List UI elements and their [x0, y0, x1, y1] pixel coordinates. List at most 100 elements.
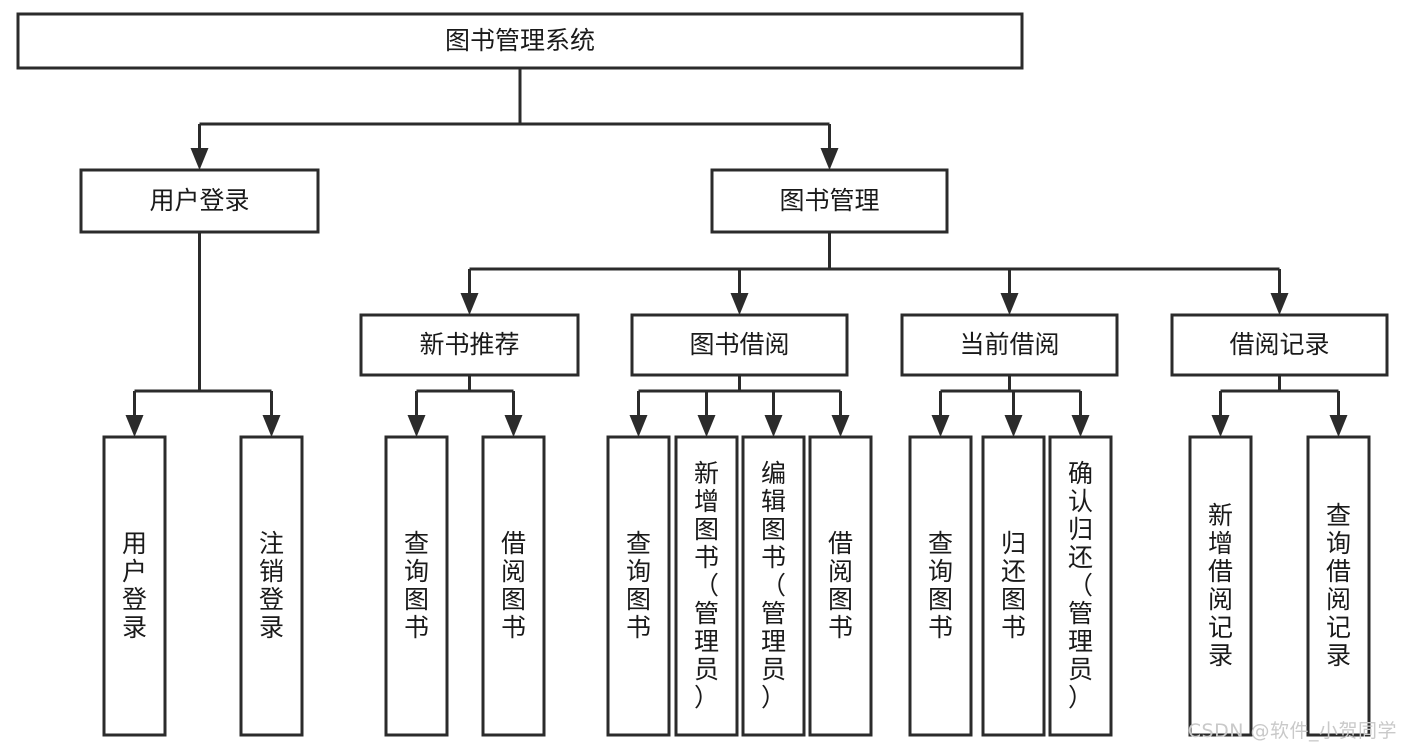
arrow-head-icon [460, 293, 479, 315]
arrow-head-icon [504, 415, 523, 437]
node-leaf-query-book-2-label-char: 图 [626, 585, 651, 614]
node-leaf-edit-book-label-char: 管 [761, 599, 786, 628]
node-leaf-confirm-return-box[interactable] [1048, 435, 1113, 737]
node-leaf-user-login-box[interactable] [102, 435, 167, 737]
node-leaf-edit-book-box[interactable] [741, 435, 806, 737]
node-book-manage[interactable]: 图书管理 [710, 168, 949, 234]
node-leaf-add-book-label-char: ） [694, 683, 719, 712]
node-leaf-query-book-3-box[interactable] [908, 435, 973, 737]
node-leaf-query-record-box[interactable] [1306, 435, 1371, 737]
node-root[interactable]: 图书管理系统 [16, 12, 1024, 70]
node-leaf-user-login-label-char: 用 [122, 529, 147, 558]
node-leaf-borrow-book-2-label-char: 借 [828, 529, 853, 558]
node-leaf-logout-box[interactable] [239, 435, 304, 737]
node-leaf-user-login-label-char: 录 [122, 613, 147, 642]
node-leaf-query-record-label-char: 查 [1326, 501, 1351, 530]
node-leaf-edit-book-label-char: 书 [761, 543, 786, 572]
node-leaf-add-book-label-char: 图 [694, 515, 719, 544]
arrow-head-icon [407, 415, 426, 437]
node-leaf-add-book-label-char: 管 [694, 599, 719, 628]
node-leaf-return-book-box[interactable] [981, 435, 1046, 737]
node-leaf-user-login[interactable]: 用户登录 [102, 435, 167, 737]
node-leaf-add-record-label-char: 录 [1208, 641, 1233, 670]
arrow-head-icon [697, 415, 716, 437]
node-leaf-confirm-return-label-char: 员 [1068, 655, 1093, 684]
node-leaf-query-book-3-label-char: 图 [928, 585, 953, 614]
node-leaf-query-book-1-label-char: 询 [404, 557, 429, 586]
node-leaf-query-book-2-label-char: 询 [626, 557, 651, 586]
node-leaf-edit-book-label-char: 辑 [761, 487, 786, 516]
node-root-label: 图书管理系统 [445, 26, 595, 55]
node-leaf-query-book-1-label-char: 书 [404, 613, 429, 642]
node-leaf-borrow-book-2-box[interactable] [808, 435, 873, 737]
node-leaf-borrow-book-1-label-char: 借 [501, 529, 526, 558]
node-borrow-record[interactable]: 借阅记录 [1170, 313, 1389, 377]
node-user-login-label: 用户登录 [149, 186, 249, 215]
arrow-head-icon [629, 415, 648, 437]
arrow-head-icon [1270, 293, 1289, 315]
node-leaf-query-book-3-label-char: 询 [928, 557, 953, 586]
node-leaf-confirm-return-label-char: 还 [1068, 543, 1093, 572]
node-leaf-borrow-book-1-box[interactable] [481, 435, 546, 737]
node-leaf-add-record-label-char: 记 [1208, 613, 1233, 642]
node-leaf-logout-label-char: 录 [259, 613, 284, 642]
node-book-manage-label: 图书管理 [779, 186, 879, 215]
node-leaf-confirm-return-label-char: ） [1068, 683, 1093, 712]
node-book-manage-box[interactable] [710, 168, 949, 234]
node-leaf-return-book-label-char: 归 [1001, 529, 1026, 558]
node-user-login-box[interactable] [79, 168, 320, 234]
node-current-borrow[interactable]: 当前借阅 [900, 313, 1119, 377]
node-leaf-query-book-1-box[interactable] [384, 435, 449, 737]
node-new-book-rec-box[interactable] [359, 313, 580, 377]
node-root-box[interactable] [16, 12, 1024, 70]
node-user-login[interactable]: 用户登录 [79, 168, 320, 234]
node-leaf-edit-book-label-char: 图 [761, 515, 786, 544]
node-leaf-edit-book-label-char: 员 [761, 655, 786, 684]
node-leaf-add-record-box[interactable] [1188, 435, 1253, 737]
arrow-head-icon [190, 148, 209, 170]
node-borrow-record-box[interactable] [1170, 313, 1389, 377]
node-leaf-add-book-box[interactable] [674, 435, 739, 737]
node-leaf-edit-book-label-char: 理 [761, 627, 786, 656]
node-leaf-query-book-2-label-char: 查 [626, 529, 651, 558]
node-book-borrow-box[interactable] [630, 313, 849, 377]
node-book-borrow[interactable]: 图书借阅 [630, 313, 849, 377]
node-leaf-borrow-book-1-label-char: 阅 [501, 557, 526, 586]
node-leaf-query-book-2-box[interactable] [606, 435, 671, 737]
node-leaf-logout-label-char: 登 [259, 585, 284, 614]
node-leaf-confirm-return-label-char: （ [1068, 571, 1093, 600]
arrow-head-icon [1211, 415, 1230, 437]
node-new-book-rec-label: 新书推荐 [419, 330, 519, 359]
node-leaf-query-book-1-label-char: 图 [404, 585, 429, 614]
node-leaf-logout-label-char: 注 [259, 529, 284, 558]
arrow-head-icon [125, 415, 144, 437]
node-leaf-query-book-3-label-char: 书 [928, 613, 953, 642]
node-leaf-query-record-label-char: 阅 [1326, 585, 1351, 614]
node-leaf-edit-book-label-char: ） [761, 683, 786, 712]
node-borrow-record-label: 借阅记录 [1229, 330, 1329, 359]
node-leaf-add-book-label-char: （ [694, 571, 719, 600]
node-leaf-add-record-label-char: 借 [1208, 557, 1233, 586]
arrow-head-icon [764, 415, 783, 437]
node-leaf-add-record-label-char: 新 [1208, 501, 1233, 530]
arrow-head-icon [262, 415, 281, 437]
node-current-borrow-label: 当前借阅 [959, 330, 1059, 359]
node-new-book-rec[interactable]: 新书推荐 [359, 313, 580, 377]
node-leaf-borrow-book-1-label-char: 书 [501, 613, 526, 642]
node-current-borrow-box[interactable] [900, 313, 1119, 377]
arrow-head-icon [1329, 415, 1348, 437]
arrow-head-icon [820, 148, 839, 170]
node-leaf-borrow-book-2-label-char: 图 [828, 585, 853, 614]
